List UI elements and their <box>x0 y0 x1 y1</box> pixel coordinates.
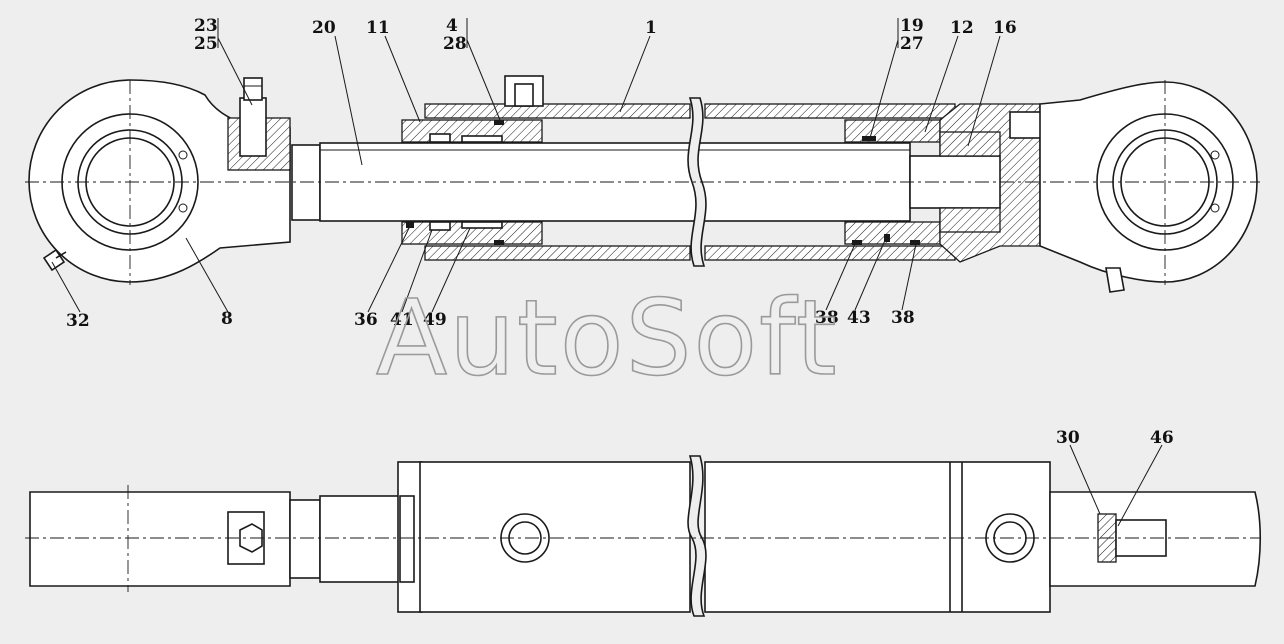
callout-12: 12 <box>950 18 974 38</box>
callout-19: 19 <box>900 16 924 36</box>
callout-46: 46 <box>1150 428 1174 448</box>
clamp-screw <box>227 77 321 221</box>
section-view <box>25 75 1260 293</box>
plan-view <box>25 455 1262 617</box>
callout-8: 8 <box>221 309 233 329</box>
watermark: AutoSoft <box>376 277 839 399</box>
cylinder-tube <box>424 75 956 261</box>
callout-38-left: 38 <box>815 308 839 328</box>
leader-lines <box>51 18 1163 527</box>
left-eye <box>28 79 291 285</box>
right-eye <box>1039 80 1258 293</box>
callout-38-right: 38 <box>891 308 915 328</box>
callout-20: 20 <box>312 18 336 38</box>
callout-43: 43 <box>847 308 871 328</box>
callout-23: 23 <box>194 16 218 36</box>
callout-1: 1 <box>645 18 657 38</box>
callout-28: 28 <box>443 34 467 54</box>
callout-11: 11 <box>366 18 390 38</box>
callout-49: 49 <box>423 310 447 330</box>
callout-16: 16 <box>993 18 1017 38</box>
callout-41: 41 <box>390 310 414 330</box>
callouts: 23 25 20 11 4 28 1 19 27 12 16 32 8 36 4… <box>66 16 1174 448</box>
callout-4: 4 <box>446 16 458 36</box>
callout-25: 25 <box>194 34 218 54</box>
callout-27: 27 <box>900 34 924 54</box>
callout-36: 36 <box>354 310 378 330</box>
callout-32: 32 <box>66 311 90 331</box>
gland-assembly <box>401 119 543 245</box>
callout-30: 30 <box>1056 428 1080 448</box>
